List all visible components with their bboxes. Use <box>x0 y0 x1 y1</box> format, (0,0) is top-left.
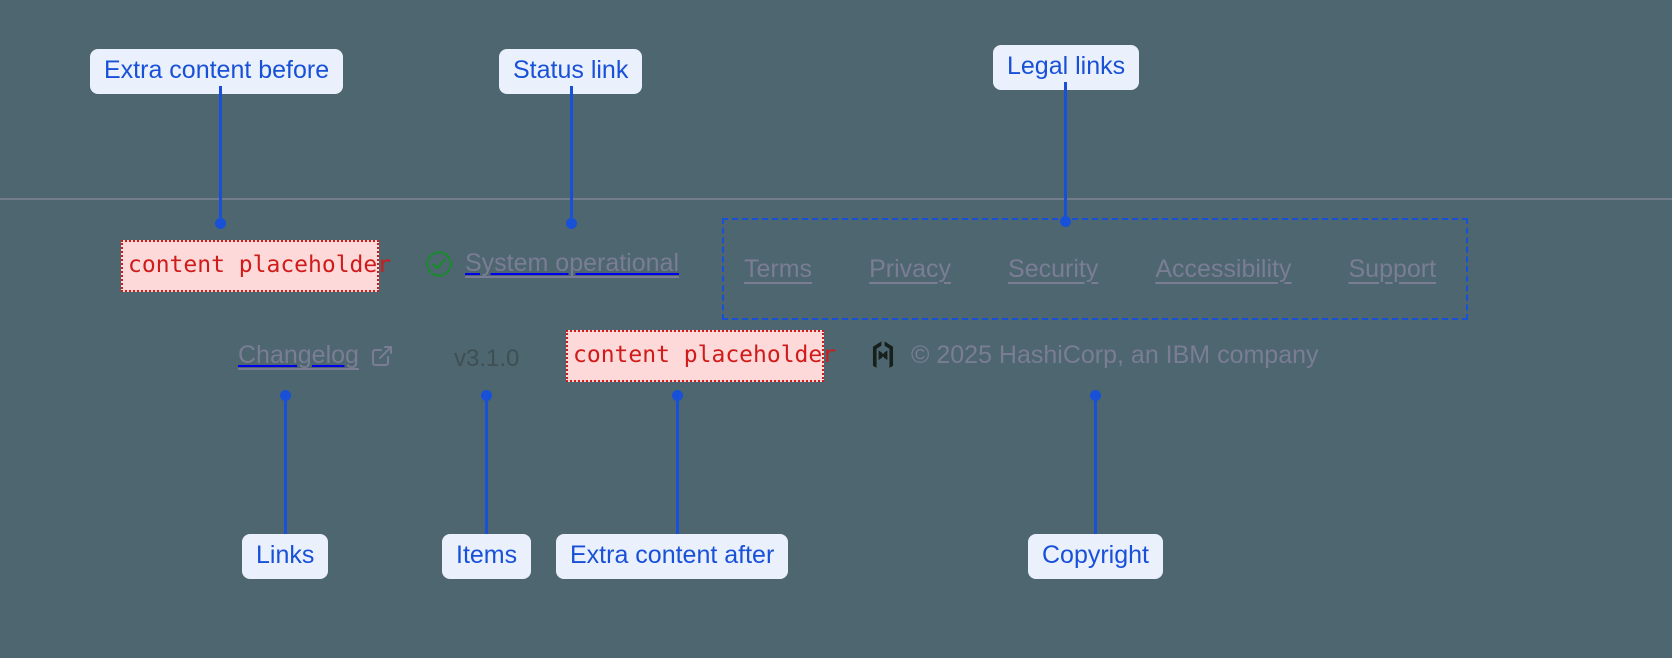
legal-link-security[interactable]: Security <box>1008 254 1099 283</box>
changelog-label: Changelog <box>238 341 359 369</box>
legal-links-group: Terms Privacy Security Accessibility Sup… <box>722 218 1468 320</box>
footer-primary-row: content placeholder System operational T… <box>0 218 1672 320</box>
annotation-leader-line <box>676 398 679 535</box>
annotation-copyright: Copyright <box>1028 534 1163 579</box>
footer-top-divider <box>0 198 1672 200</box>
annotation-anchor-dot <box>215 218 226 229</box>
annotation-extra-content-after: Extra content after <box>556 534 789 579</box>
annotation-leader-line <box>570 86 573 223</box>
version-label: v3.1.0 <box>454 345 520 372</box>
legal-link-terms[interactable]: Terms <box>744 254 813 283</box>
annotation-anchor-dot <box>481 390 492 401</box>
legal-link-privacy[interactable]: Privacy <box>869 254 952 283</box>
annotation-leader-line <box>219 86 222 223</box>
annotation-anchor-dot <box>672 390 683 401</box>
changelog-link[interactable]: Changelog <box>238 341 394 370</box>
annotation-leader-line <box>1064 82 1067 223</box>
status-label: System operational <box>465 249 680 277</box>
annotation-items: Items <box>442 534 532 579</box>
legal-link-support[interactable]: Support <box>1348 254 1437 283</box>
annotation-leader-line <box>485 398 488 535</box>
status-link[interactable]: System operational <box>425 249 679 278</box>
hashicorp-logo <box>869 340 897 370</box>
annotation-legal-links: Legal links <box>993 45 1140 90</box>
annotation-leader-line <box>1094 398 1097 535</box>
legal-link-accessibility[interactable]: Accessibility <box>1155 254 1292 283</box>
copyright: © 2025 HashiCorp, an IBM company <box>869 340 1319 370</box>
check-circle-icon <box>425 250 453 278</box>
extra-content-after-placeholder: content placeholder <box>566 330 836 382</box>
footer-secondary-row: Changelog v3.1.0 content placeholder <box>0 330 1672 385</box>
annotation-extra-content-before: Extra content before <box>90 49 344 94</box>
annotation-status-link: Status link <box>499 49 643 94</box>
external-link-icon <box>370 344 394 368</box>
annotation-links: Links <box>242 534 329 579</box>
annotation-anchor-dot <box>1090 390 1101 401</box>
annotation-anchor-dot <box>566 218 577 229</box>
annotation-anchor-dot <box>280 390 291 401</box>
legal-links-nav: Terms Privacy Security Accessibility Sup… <box>724 255 1436 284</box>
annotation-leader-line <box>284 398 287 535</box>
extra-content-before-placeholder: content placeholder <box>121 240 391 292</box>
copyright-text: © 2025 HashiCorp, an IBM company <box>911 340 1319 369</box>
